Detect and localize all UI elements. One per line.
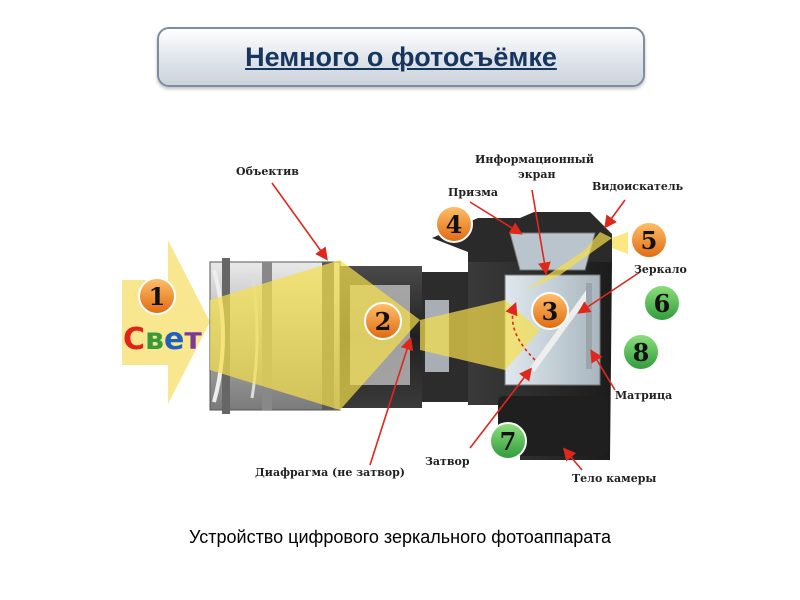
marker-2: 2 (364, 302, 402, 340)
light-letter-3: т (184, 322, 202, 357)
label-info-screen-line1: Информационный (475, 153, 594, 166)
marker-6-number: 6 (654, 289, 671, 318)
light-arrow (122, 240, 210, 404)
marker-1-number: 1 (149, 282, 166, 311)
marker-7-number: 7 (500, 427, 517, 456)
label-prism: Призма (448, 186, 498, 199)
light-letter-0: С (123, 322, 145, 357)
marker-3: 3 (531, 292, 569, 330)
marker-1: 1 (138, 277, 176, 315)
label-viewfinder: Видоискатель (592, 180, 684, 193)
page-title: Немного о фотосъёмке (245, 41, 557, 72)
marker-4-number: 4 (446, 210, 463, 239)
light-letter-2: е (164, 322, 184, 357)
marker-7: 7 (489, 422, 527, 460)
marker-6: 6 (643, 284, 681, 322)
light-word: Свет (123, 322, 202, 357)
marker-2-number: 2 (375, 307, 392, 336)
diagram-caption: Устройство цифрового зеркального фотоапп… (189, 527, 611, 547)
label-body: Тело камеры (572, 472, 656, 485)
marker-8-number: 8 (633, 338, 650, 367)
light-rays (210, 232, 628, 410)
title-banner: Немного о фотосъёмке (157, 27, 645, 87)
marker-5: 5 (630, 221, 668, 259)
label-matrix: Матрица (615, 389, 672, 402)
marker-8: 8 (622, 333, 660, 371)
label-mirror: Зеркало (634, 263, 687, 276)
marker-3-number: 3 (542, 297, 559, 326)
leader-lines (271, 182, 641, 471)
label-info-screen-line2: экран (518, 168, 556, 181)
marker-4: 4 (435, 205, 473, 243)
label-aperture: Диафрагма (не затвор) (255, 466, 405, 479)
label-shutter: Затвор (425, 455, 470, 468)
marker-5-number: 5 (641, 226, 658, 255)
light-letter-1: в (145, 322, 164, 357)
label-lens: Объектив (236, 165, 299, 178)
